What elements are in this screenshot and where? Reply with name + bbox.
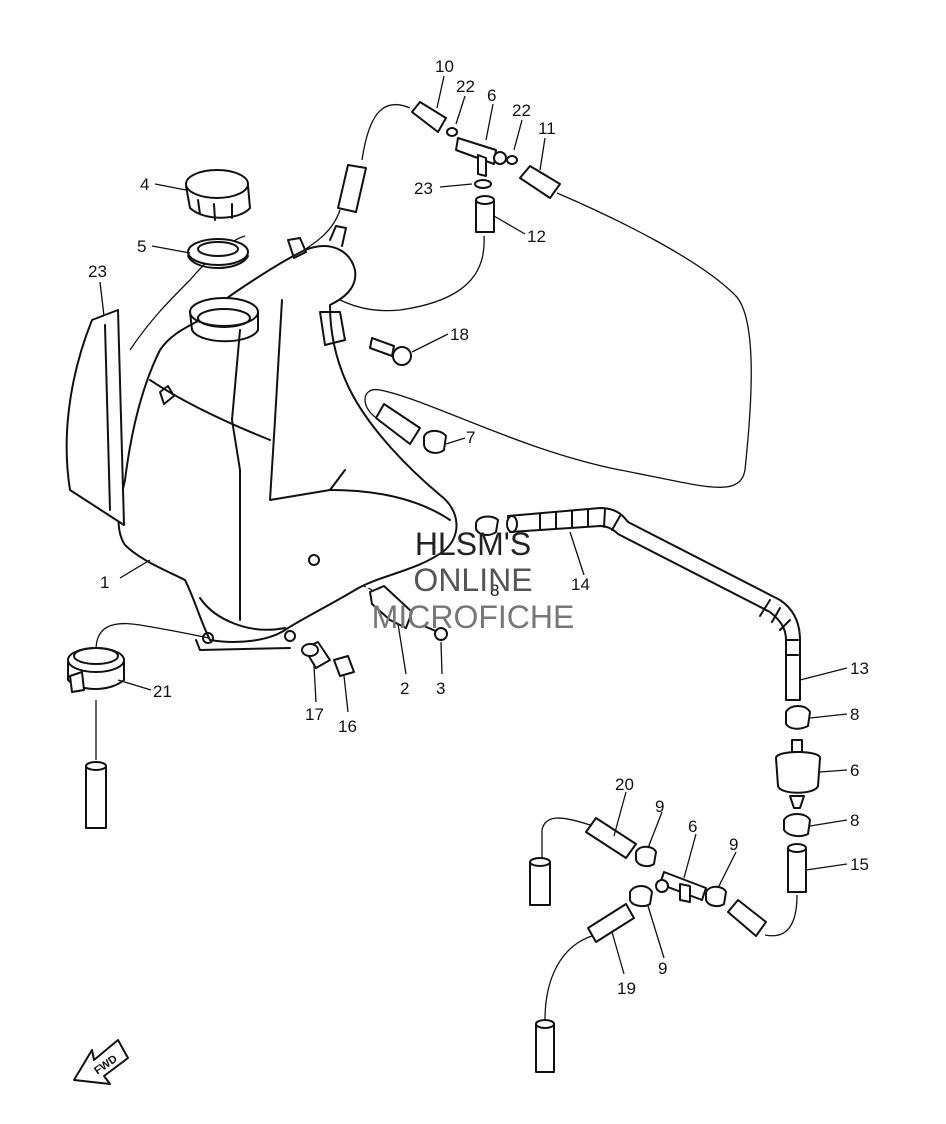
callout-18: 18: [450, 325, 469, 344]
callout-3: 3: [436, 679, 445, 698]
hose-21-bottom: [85, 761, 107, 829]
hose-center: [375, 403, 421, 445]
callout-21: 21: [153, 682, 172, 701]
bolt-18: [369, 337, 412, 366]
callout-9-b: 9: [729, 835, 738, 854]
callout-8-center: 7: [466, 428, 475, 447]
callout-5: 5: [137, 237, 146, 256]
clamp-9-filter: [783, 813, 811, 838]
hose-right-lower: [727, 899, 767, 937]
callout-22-c: 23: [414, 179, 433, 198]
cap-gasket: [187, 238, 249, 269]
callout-labels: 10 22 6 22 11 23 12 4 5 23 18 7 1 8 14 1…: [88, 57, 869, 998]
hose-lower-bottom: [535, 1019, 555, 1073]
side-cover: [65, 309, 125, 526]
screw-3: [423, 625, 448, 641]
hose-20: [585, 817, 637, 859]
callout-9-a: 9: [655, 797, 664, 816]
watermark-line-3: MICROFICHE: [372, 599, 575, 635]
fuel-filter-7: [775, 739, 821, 809]
fuel-tank: [117, 225, 458, 651]
collar-16: [333, 655, 355, 677]
hose-19: [587, 903, 635, 943]
callout-6-lower: 6: [688, 817, 697, 836]
fwd-arrow-icon: FWD: [73, 1039, 129, 1085]
tee-fitting-6-upper: [455, 137, 507, 177]
hose-11: [519, 165, 561, 199]
clamp-8-fuel: [475, 515, 499, 536]
callout-8-fuel: 8: [490, 581, 499, 600]
bracket-2: [369, 585, 413, 629]
callout-16: 16: [338, 717, 357, 736]
watermark-line-1: HLSM'S: [415, 526, 531, 562]
tank-cap: [185, 169, 251, 221]
tee-fitting-6-lower: [655, 871, 707, 903]
callout-2: 2: [400, 679, 409, 698]
hose-15: [787, 843, 807, 893]
callout-19: 19: [617, 979, 636, 998]
vent-hose-upper: [337, 164, 367, 213]
hose-lower-left: [529, 857, 551, 906]
damper-17: [301, 641, 331, 669]
callout-10: 10: [435, 57, 454, 76]
callout-13: 13: [850, 659, 869, 678]
callout-22-a: 22: [456, 77, 475, 96]
callout-22-b: 22: [512, 101, 531, 120]
callout-8-filter: 8: [850, 705, 859, 724]
fuel-hose-14: [506, 507, 801, 701]
callout-12: 12: [527, 227, 546, 246]
leader-lines: [99, 75, 848, 975]
callout-1: 1: [100, 573, 109, 592]
hose-12: [475, 195, 495, 233]
clips-22: [446, 127, 518, 189]
clamp-8-center: [423, 430, 447, 454]
callout-7: 6: [850, 761, 859, 780]
callout-4: 4: [140, 175, 149, 194]
callout-6-upper: 6: [487, 86, 496, 105]
clamp-21: [67, 647, 125, 693]
callout-9-c: 9: [658, 959, 667, 978]
callout-17: 17: [305, 705, 324, 724]
clamp-8-filter: [785, 705, 811, 730]
callout-11: 11: [538, 119, 556, 138]
watermark-line-2: ONLINE: [413, 562, 532, 598]
callout-9-filter: 8: [850, 811, 859, 830]
vent-hose-10: [411, 101, 447, 133]
watermark: HLSM'S ONLINE MICROFICHE: [372, 526, 575, 635]
callout-14: 14: [571, 575, 590, 594]
callout-23: 23: [88, 262, 107, 281]
callout-20: 20: [615, 775, 634, 794]
clamps-9-lower: [629, 845, 727, 908]
callout-15: 15: [850, 855, 869, 874]
